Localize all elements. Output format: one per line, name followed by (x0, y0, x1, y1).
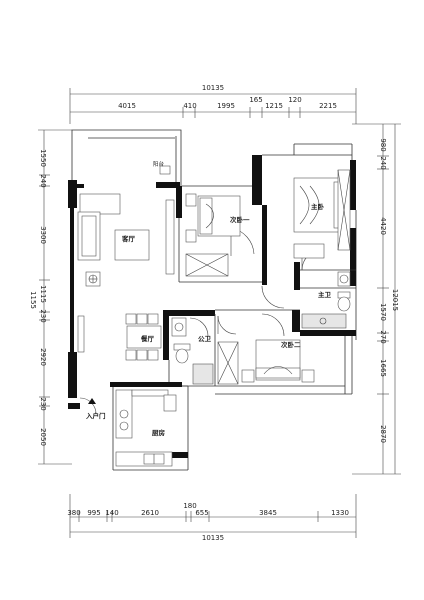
right-dim-6: 1665 (379, 359, 387, 377)
overall-width-top: 10135 (202, 84, 224, 92)
top-dim-5: 1215 (265, 102, 283, 110)
left-dim-3: 3300 (39, 226, 47, 244)
kitchen-label: 厨房 (152, 428, 166, 437)
top-dimension-lines (69, 88, 357, 124)
shower-area (301, 313, 347, 329)
coffee-table (114, 229, 150, 261)
shower-area (192, 363, 214, 385)
left-dim-9: 2050 (39, 428, 47, 446)
overall-height-right: 12015 (391, 289, 399, 311)
top-dim-3: 1995 (217, 102, 235, 110)
left-dim-4: 1115 (39, 285, 47, 303)
left-dim-7: 2920 (39, 348, 47, 366)
left-dim-5: 1155 (29, 291, 37, 309)
left-dim-2: 240 (39, 174, 47, 187)
bottom-dim-4: 2610 (141, 509, 159, 517)
toilet-icon (337, 291, 351, 312)
right-dim-3: 4420 (379, 217, 387, 235)
basin-icon (337, 271, 351, 287)
wine-cabinet (77, 315, 85, 353)
right-dim-7: 2870 (379, 425, 387, 443)
balcony-furniture (159, 165, 171, 175)
tv-stand (293, 243, 325, 259)
walls (68, 129, 357, 471)
sink-icon (143, 453, 165, 465)
public-bath-label: 公卫 (198, 335, 212, 343)
nightstand (185, 193, 197, 207)
right-dim-2: 240 (379, 156, 387, 169)
bottom-dim-5: 180 (183, 502, 196, 510)
floor-drain-icon (85, 271, 101, 287)
top-dim-2: 410 (183, 102, 196, 110)
bottom-dim-7: 3845 (259, 509, 277, 517)
right-dim-1: 980 (379, 138, 387, 151)
toilet-icon (173, 343, 191, 364)
dining-table-icon (125, 313, 162, 361)
right-dim-4: 1570 (379, 303, 387, 321)
master-bedroom-label: 主卧 (311, 202, 325, 211)
entrance-label: 入户门 (85, 411, 106, 420)
master-bath-label: 主卫 (318, 290, 332, 299)
right-dim-5: 270 (379, 330, 387, 343)
living-room-label: 客厅 (121, 234, 136, 243)
bedroom-2-label: 次卧一 (230, 215, 250, 224)
left-dim-8: 230 (39, 397, 47, 410)
nightstand (241, 369, 255, 383)
stove-icon (119, 409, 129, 431)
right-dimension-lines (352, 123, 401, 475)
sofa-icon (77, 193, 121, 261)
dining-room-label: 餐厅 (140, 334, 155, 343)
bottom-dim-2: 995 (87, 509, 100, 517)
left-dim-1: 1550 (39, 149, 47, 167)
top-dim-1: 4015 (118, 102, 136, 110)
bottom-dim-3: 140 (105, 509, 118, 517)
basin-icon (171, 317, 187, 337)
floor-drain-icon (319, 317, 327, 325)
fridge (163, 394, 177, 412)
bottom-dim-1: 380 (67, 509, 80, 517)
top-dim-7: 2215 (319, 102, 337, 110)
bottom-dim-8: 1330 (331, 509, 349, 517)
tv-cabinet (165, 199, 175, 275)
entrance-arrow-icon (88, 398, 96, 404)
top-dim-6: 120 (288, 96, 301, 104)
bed-icon (255, 339, 301, 381)
nightstand (301, 369, 315, 383)
bottom-dimension-lines (69, 494, 357, 538)
bed-icon (197, 195, 241, 237)
top-dim-4: 165 (249, 96, 262, 104)
nightstand (185, 229, 197, 243)
balcony-label: 阳台 (153, 160, 165, 168)
overall-width-bottom: 10135 (202, 534, 224, 542)
bedroom-3-label: 次卧二 (281, 340, 301, 349)
bottom-dim-6: 655 (195, 509, 208, 517)
left-dim-6: 230 (39, 309, 47, 322)
left-dimension-lines (38, 129, 72, 465)
